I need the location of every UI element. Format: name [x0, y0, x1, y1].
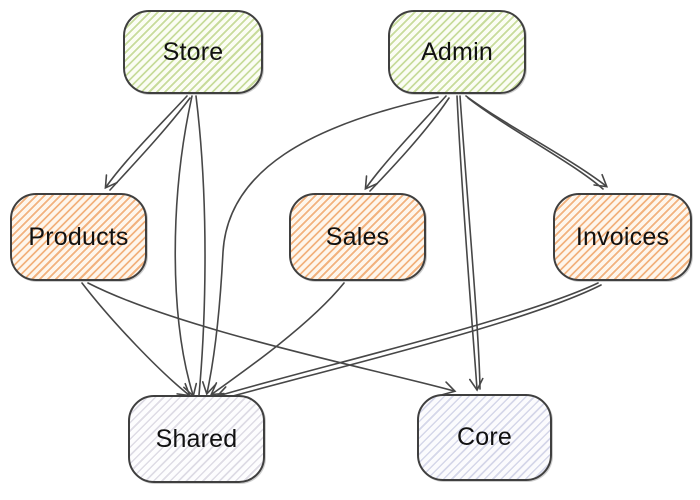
edge-store-products [104, 95, 188, 190]
edge-admin-core [459, 95, 481, 390]
edge-store-shared [174, 95, 198, 398]
edge-store-products [109, 97, 191, 191]
node-sales-label: Sales [325, 222, 390, 251]
node-shared[interactable]: Shared [128, 395, 265, 483]
edge-store-shared [195, 95, 206, 396]
edge-admin-sales [364, 95, 447, 191]
node-admin[interactable]: Admin [388, 10, 526, 94]
node-core-label: Core [457, 423, 512, 451]
edge-admin-core [456, 95, 484, 392]
edge-products-shared [81, 282, 192, 397]
node-invoices-label: Invoices [575, 222, 670, 251]
edge-products-core [87, 282, 457, 396]
edge-admin-invoices [467, 97, 604, 190]
node-products-label: Products [28, 222, 129, 251]
edge-admin-invoices [465, 95, 609, 188]
node-products[interactable]: Products [10, 193, 147, 281]
edge-admin-sales [369, 97, 450, 192]
edge-invoices-shared [221, 284, 602, 400]
node-store-label: Store [162, 37, 224, 66]
node-sales[interactable]: Sales [289, 193, 426, 281]
node-shared-label: Shared [155, 424, 238, 453]
node-invoices[interactable]: Invoices [553, 193, 692, 281]
edge-sales-shared [209, 282, 345, 396]
node-core[interactable]: Core [417, 394, 552, 481]
node-admin-label: Admin [421, 37, 493, 66]
edge-admin-shared [201, 96, 439, 396]
node-store[interactable]: Store [123, 10, 263, 94]
edge-invoices-shared [215, 282, 599, 401]
